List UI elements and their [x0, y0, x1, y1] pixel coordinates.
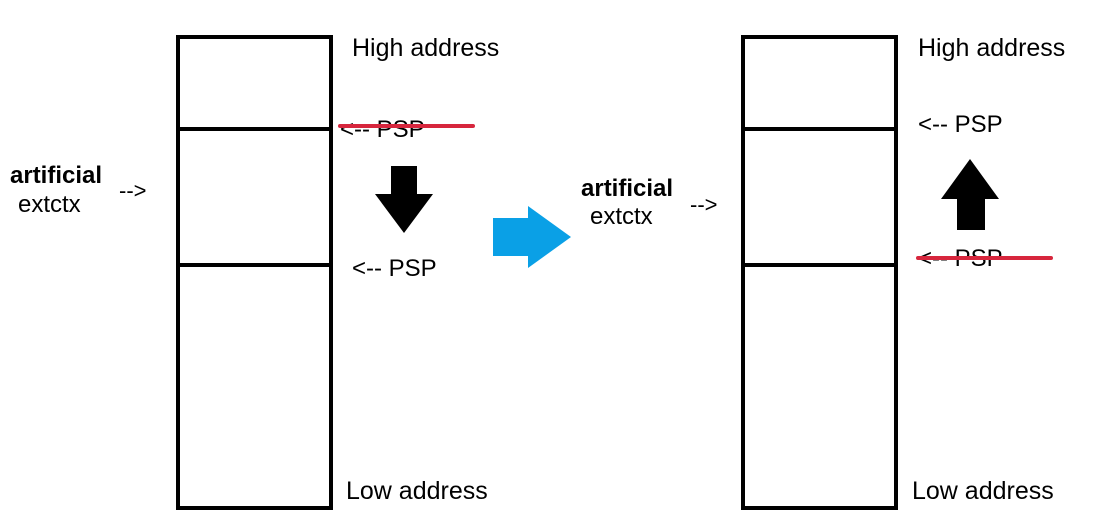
arrow-right-icon — [493, 206, 571, 268]
arrow-up-icon — [941, 159, 999, 230]
right-extctx-line2: extctx — [590, 203, 653, 230]
left-stack-divider-lower — [180, 263, 329, 267]
arrow-down-icon — [375, 166, 433, 233]
right-low-address-label: Low address — [912, 477, 1054, 505]
left-extctx-arrow: --> — [119, 178, 147, 203]
right-high-address-label: High address — [918, 34, 1066, 62]
right-extctx-line1: artificial — [581, 175, 674, 202]
left-psp-old-label: <-- PSP — [340, 116, 425, 143]
left-stack-divider-upper — [180, 127, 329, 131]
left-stack-box — [176, 35, 333, 510]
left-extctx-line1: artificial — [10, 162, 103, 189]
right-stack-divider-lower — [745, 263, 894, 267]
right-extctx-arrow: --> — [690, 192, 718, 217]
left-high-address-label: High address — [352, 34, 500, 62]
right-psp-new-label: <-- PSP — [918, 111, 1003, 138]
right-stack-box — [741, 35, 898, 510]
left-psp-new-label: <-- PSP — [352, 255, 437, 282]
left-extctx-line2: extctx — [18, 191, 81, 218]
left-low-address-label: Low address — [346, 477, 488, 505]
right-stack-divider-upper — [745, 127, 894, 131]
